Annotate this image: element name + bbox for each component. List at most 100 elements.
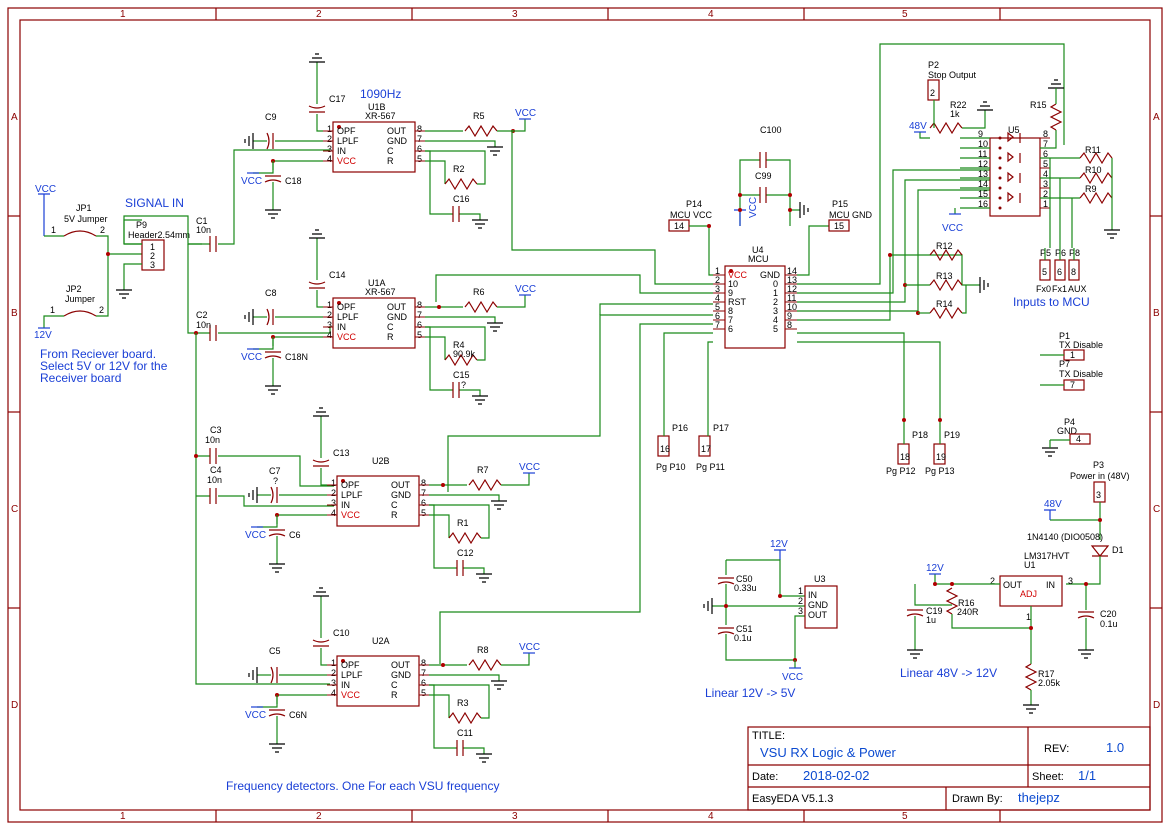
opto-pin-num: 15 — [978, 189, 988, 199]
detector-pin-left: IN — [337, 146, 346, 156]
detector-pin-left: IN — [341, 500, 350, 510]
detector-pin-left: LPLF — [341, 490, 363, 500]
capacitor-vcc-ref: C6 — [289, 530, 301, 540]
detector-pin-left: VCC — [341, 690, 361, 700]
u3-ref: U3 — [814, 574, 826, 584]
detector-pin-left: LPLF — [341, 670, 363, 680]
svg-text:1: 1 — [331, 478, 336, 488]
c4-ref: C4 — [210, 465, 222, 475]
svg-text:3: 3 — [327, 320, 332, 330]
svg-text:5: 5 — [417, 330, 422, 340]
c20-ref: C20 — [1100, 609, 1117, 619]
p15-num: 15 — [834, 221, 844, 231]
sheet-title: VSU RX Logic & Power — [760, 745, 897, 760]
vcc-label-opto: VCC — [942, 223, 963, 234]
ruler-col-3: 3 — [512, 9, 518, 20]
title-label: TITLE: — [752, 730, 785, 742]
opto-pin-num: 1 — [1043, 199, 1048, 209]
vcc-label-det: VCC — [515, 108, 536, 119]
resistor-out-ref: R5 — [473, 111, 485, 121]
coupling-caps: C1 10n C2 10n C3 10n C4 10n — [187, 149, 334, 685]
capacitor-lplf — [270, 666, 278, 684]
vcc-label: VCC — [35, 184, 56, 195]
svg-text:3: 3 — [150, 260, 155, 270]
reg-12v-5v: 12V C50 0.33u C51 0.1u VCC U3 IN GND OUT… — [703, 539, 838, 683]
detector-pin-right: OUT — [391, 660, 411, 670]
p18-ref: P18 — [912, 430, 928, 440]
r15-ref: R15 — [1030, 100, 1047, 110]
reg12-ref: U1 — [1024, 560, 1036, 570]
capacitor-opf-ref: C10 — [333, 628, 350, 638]
resistor-r14 — [929, 306, 963, 320]
note-freq-detectors: Frequency detectors. One For each VSU fr… — [226, 779, 499, 793]
detector-pin-right: C — [387, 322, 394, 332]
test-point-p15 — [828, 219, 850, 232]
capacitor-lplf — [266, 132, 274, 150]
capacitor-vcc-ref: C18 — [285, 176, 302, 186]
jp1-pin1: 1 — [51, 225, 56, 235]
mcu-pin-label: 10 — [728, 279, 738, 289]
opto-pin-num: 4 — [1043, 169, 1048, 179]
svg-text:8: 8 — [421, 478, 426, 488]
detector-pin-left: OPF — [337, 302, 356, 312]
detector-part: XR-567 — [365, 287, 396, 297]
capacitor-timing — [452, 206, 460, 222]
capacitor-opf — [308, 105, 326, 113]
mcu-pin-num: 5 — [715, 302, 720, 312]
v48-label-opto: 48V — [909, 121, 927, 132]
mcu-pin-label: RST — [728, 297, 747, 307]
ruler-row-a: A — [11, 112, 18, 123]
p2-num: 2 — [930, 88, 935, 98]
detector-ref: U2A — [372, 636, 390, 646]
p4-value: GND — [1057, 426, 1078, 436]
capacitor-lplf-ref: C9 — [265, 112, 277, 122]
resistor-r15 — [1049, 103, 1063, 131]
jp2-ref: JP2 — [66, 284, 82, 294]
mcu-pin-num: 13 — [787, 275, 797, 285]
resistor-out — [464, 124, 498, 138]
c3-value: 10n — [205, 435, 220, 445]
reg12-pin-in: 3 — [1068, 576, 1073, 586]
svg-text:2: 2 — [327, 134, 332, 144]
ruler-col-2-bottom: 2 — [316, 811, 322, 822]
detector-pin-right: R — [391, 690, 398, 700]
svg-text:6: 6 — [417, 320, 422, 330]
mcu-pin-label: 0 — [773, 279, 778, 289]
capacitor-lplf-ref: C7 — [269, 466, 281, 476]
opto-pin-num: 7 — [1043, 139, 1048, 149]
capacitor-opf — [308, 281, 326, 289]
ruler-right: A B C D — [1150, 112, 1162, 711]
p3-value: Power in (48V) — [1070, 471, 1130, 481]
capacitor-opf-ref: C13 — [333, 448, 350, 458]
mcu-pin-label: 2 — [773, 297, 778, 307]
ruler-row-c-right: C — [1153, 504, 1160, 515]
p2-ref: P2 — [928, 60, 939, 70]
p1-num: 1 — [1070, 350, 1075, 360]
svg-text:8: 8 — [417, 300, 422, 310]
resistor-out — [464, 300, 498, 314]
mcu-name: MCU — [748, 254, 769, 264]
p6-value: Fx1 — [1052, 284, 1067, 294]
u5-ref: U5 — [1008, 125, 1020, 135]
p19-ref: P19 — [944, 430, 960, 440]
ruler-col-1: 1 — [120, 9, 126, 20]
opto-pin-num: 16 — [978, 199, 988, 209]
connector-p4 — [1069, 433, 1091, 445]
reg12-pin-adj: 1 — [1026, 612, 1031, 622]
detector-ic — [336, 655, 420, 707]
ruler-col-1-bottom: 1 — [120, 811, 126, 822]
c4-value: 10n — [207, 475, 222, 485]
svg-text:2: 2 — [327, 310, 332, 320]
c50-ref: C50 — [736, 574, 753, 584]
rev-value: 1.0 — [1106, 740, 1124, 755]
jumper-jp2 — [63, 310, 97, 317]
svg-text:4: 4 — [327, 330, 332, 340]
p1-value: TX Disable — [1059, 340, 1103, 350]
jp1-pin2: 2 — [100, 225, 105, 235]
r16-ref: R16 — [958, 598, 975, 608]
